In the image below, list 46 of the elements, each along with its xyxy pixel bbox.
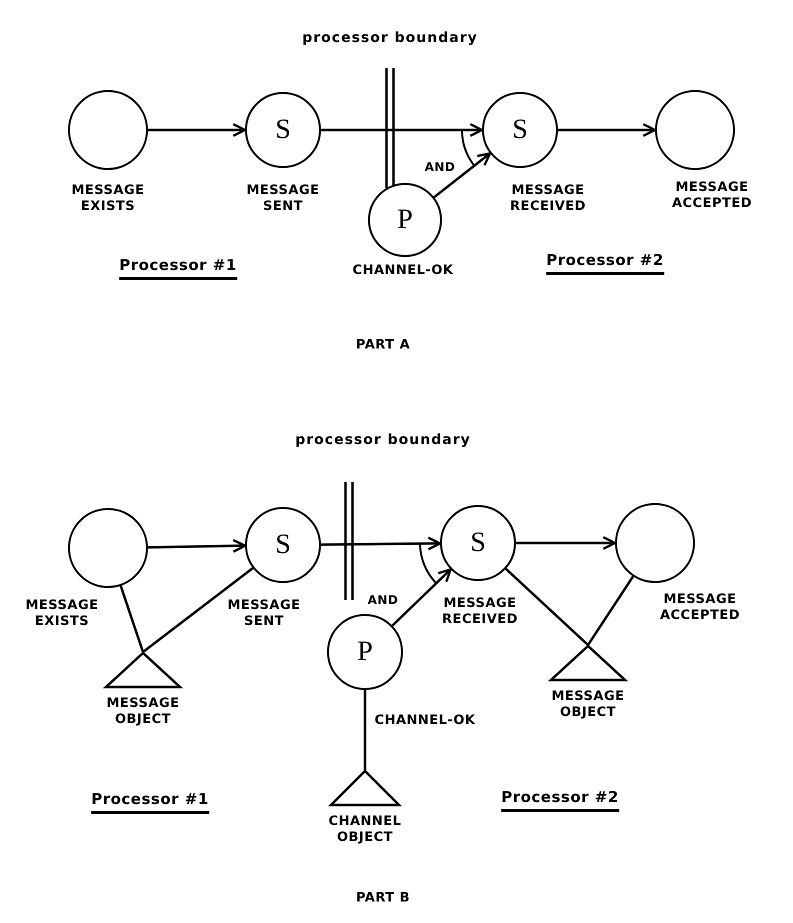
state-label: MESSAGE OBJECT [105, 696, 181, 728]
connector-line [120, 586, 144, 652]
connector-line [586, 576, 634, 646]
state-letter: P [397, 206, 413, 234]
state-circle [440, 505, 516, 581]
state-label: MESSAGE RECEIVED [441, 596, 519, 628]
state-label: MESSAGE EXISTS [24, 598, 100, 630]
object-triangle [330, 770, 400, 806]
arrow [321, 123, 484, 137]
state-letter: S [470, 529, 486, 557]
arrow [433, 152, 492, 198]
state-label: MESSAGE ACCEPTED [670, 180, 754, 212]
boundary-title: processor boundary [302, 30, 478, 46]
arrow [516, 536, 616, 550]
state-letter: S [275, 531, 291, 559]
boundary-title: processor boundary [295, 432, 471, 448]
state-label: MESSAGE SENT [226, 598, 302, 630]
part-heading: PART A [356, 338, 410, 352]
state-letter: P [357, 638, 373, 666]
and-label: AND [368, 593, 398, 607]
state-label: MESSAGE EXISTS [70, 183, 146, 215]
state-label: MESSAGE RECEIVED [509, 183, 587, 215]
arrow [558, 123, 656, 137]
state-label: CHANNEL-OK [352, 263, 454, 279]
state-label: CHANNEL-OK [374, 713, 476, 729]
connector-line [505, 568, 589, 646]
processor-heading: Processor #2 [546, 251, 664, 275]
part-heading: PART B [356, 890, 410, 906]
state-letter: S [512, 116, 528, 144]
state-label: CHANNEL OBJECT [328, 814, 402, 846]
state-label: MESSAGE ACCEPTED [658, 592, 742, 624]
connector-line [142, 567, 254, 653]
state-letter: S [275, 116, 291, 144]
and-label: AND [424, 160, 456, 174]
arrow [391, 568, 452, 627]
state-label: MESSAGE OBJECT [550, 689, 626, 721]
processor-heading: Processor #1 [119, 256, 237, 280]
processor-heading: Processor #1 [91, 790, 209, 814]
state-label: MESSAGE SENT [245, 183, 321, 215]
arrow [148, 538, 246, 553]
connector-line [364, 690, 366, 770]
arrow [148, 123, 246, 137]
processor-heading: Processor #2 [501, 788, 619, 812]
object-triangle [105, 652, 181, 688]
object-triangle [550, 645, 626, 681]
arrow [320, 536, 442, 550]
